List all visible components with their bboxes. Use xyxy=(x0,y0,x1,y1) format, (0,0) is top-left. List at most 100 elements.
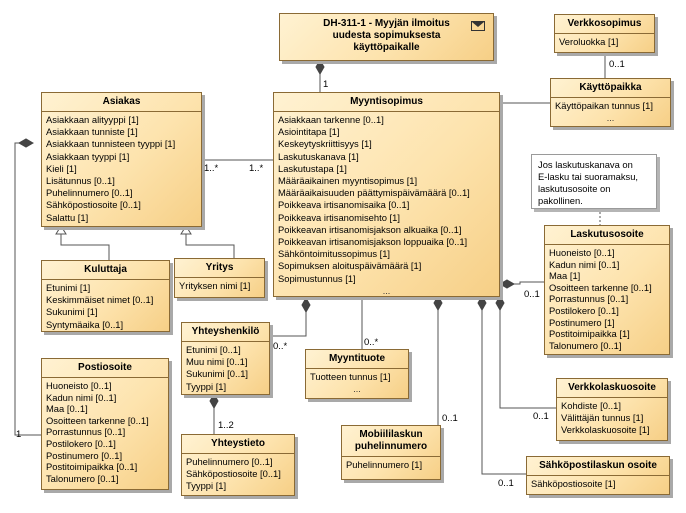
diamond-postiosoite xyxy=(17,138,35,148)
mobiililasku-title: Mobiililaskun puhelinnumero xyxy=(342,426,440,457)
attribute: Muu nimi [0..1] xyxy=(186,356,248,368)
attribute: Sähköpostiosoite [0..1] xyxy=(46,199,141,211)
assoc-postiosoite xyxy=(14,142,41,436)
attribute: Sukunimi [0..1] xyxy=(186,368,249,380)
diamond-sahkoposti xyxy=(477,294,487,312)
class-myyntisopimus[interactable]: Myyntisopimus Asiakkaan tarkenne [0..1] … xyxy=(273,92,500,297)
yhteyshenkilo-title: Yhteyshenkilö xyxy=(182,323,269,342)
asiakas-title: Asiakas xyxy=(42,93,201,112)
attribute: Kadun nimi [0..1] xyxy=(549,258,620,270)
class-laskutusosoite[interactable]: Laskutusosoite Huoneisto [0..1] Kadun ni… xyxy=(544,225,670,355)
multiplicity-label: 1..* xyxy=(249,163,264,174)
kuluttaja-attributes: Etunimi [1] Keskimmäiset nimet [0..1] Su… xyxy=(42,280,169,333)
multiplicity-label: 0..* xyxy=(364,337,379,348)
notification-title: DH-311-1 - Myyjän ilmoitus uudesta sopim… xyxy=(323,18,450,53)
attribute: Etunimi [1] xyxy=(46,282,91,293)
attribute: Postitoimipaikka [0..1] xyxy=(46,461,138,473)
attribute: Postinumero [0..1] xyxy=(46,449,123,461)
class-kayttopaikka[interactable]: Käyttöpaikka Käyttöpaikan tunnus [1] ... xyxy=(550,78,671,127)
yritys-title: Yritys xyxy=(175,259,264,278)
class-yritys[interactable]: Yritys Yrityksen nimi [1] xyxy=(174,258,265,298)
kayttopaikka-attributes: Käyttöpaikan tunnus [1] xyxy=(551,98,670,114)
multiplicity-label: 1 xyxy=(16,429,22,440)
attribute: Laskutuskanava [1] xyxy=(278,150,359,162)
attribute: Sopimustunnus [1] xyxy=(278,272,356,284)
laskutusosoite-attributes: Huoneisto [0..1] Kadun nimi [0..1] Maa [… xyxy=(545,245,669,353)
attribute: Maa [0..1] xyxy=(46,403,88,415)
multiplicity-label: 1 xyxy=(323,79,329,90)
attribute: Huoneisto [0..1] xyxy=(549,247,615,258)
yhteystieto-title: Yhteystieto xyxy=(182,435,294,454)
attribute: Talonumero [0..1] xyxy=(549,339,622,351)
class-verkkosopimus[interactable]: Verkkosopimus Veroluokka [1] xyxy=(554,14,655,53)
multiplicity-label: 0..1 xyxy=(498,478,514,489)
attribute: Kohdiste [0..1] xyxy=(561,400,621,411)
attribute: Asiakkaan tarkenne [0..1] xyxy=(278,114,384,125)
multiplicity-label: 0..1 xyxy=(609,59,625,70)
myyntisopimus-title: Myyntisopimus xyxy=(274,93,499,112)
myyntituote-title: Myyntituote xyxy=(306,350,408,369)
class-asiakas[interactable]: Asiakas Asiakkaan alityyppi [1] Asiakkaa… xyxy=(41,92,202,227)
attribute: Tyyppi [1] xyxy=(186,380,227,392)
postiosoite-title: Postiosoite xyxy=(42,359,168,378)
attribute: Poikkeavan irtisanomisjakson alkuaika [0… xyxy=(278,223,462,235)
verkkosopimus-title: Verkkosopimus xyxy=(555,15,654,34)
envelope-icon xyxy=(471,21,485,31)
diamond-verkkolasku xyxy=(495,294,505,312)
attribute: Asiakkaan alityyppi [1] xyxy=(46,114,139,125)
multiplicity-label: 1..2 xyxy=(218,420,234,431)
attribute: Porrastunnus [0..1] xyxy=(549,293,629,305)
generalization-kuluttaja xyxy=(60,234,110,260)
attribute: Talonumero [0..1] xyxy=(46,472,119,484)
attribute: Tuotteen tunnus [1] xyxy=(310,371,391,382)
attribute: Välittäjän tunnus [1] xyxy=(561,412,644,424)
yhteyshenkilo-attributes: Etunimi [0..1] Muu nimi [0..1] Sukunimi … xyxy=(182,342,269,395)
diamond-yhteystieto xyxy=(209,392,219,410)
multiplicity-label: 0..* xyxy=(273,341,288,352)
attribute: Asiointitapa [1] xyxy=(278,126,340,138)
myyntisopimus-attributes: Asiakkaan tarkenne [0..1] Asiointitapa [… xyxy=(274,112,499,287)
attribute: Keskeytyskriittisyys [1] xyxy=(278,138,372,150)
class-verkkolaskuosoite[interactable]: Verkkolaskuosoite Kohdiste [0..1] Välitt… xyxy=(556,378,668,441)
class-yhteyshenkilo[interactable]: Yhteyshenkilö Etunimi [0..1] Muu nimi [0… xyxy=(181,322,270,395)
attribute: Postilokero [0..1] xyxy=(549,304,619,316)
attribute: Keskimmäiset nimet [0..1] xyxy=(46,294,154,306)
attribute: Huoneisto [0..1] xyxy=(46,380,112,391)
diamond-laskutus xyxy=(498,279,516,289)
attribute: Puhelinnumero [1] xyxy=(346,459,423,470)
multiplicity-label: 0..1 xyxy=(533,411,549,422)
attribute: Syntymäaika [0..1] xyxy=(46,318,124,330)
generalization-arrow-yritys xyxy=(180,225,192,235)
attribute: Puhelinnumero [0..1] xyxy=(186,456,273,467)
myyntituote-attributes: Tuotteen tunnus [1] xyxy=(306,369,408,385)
class-myyntituote[interactable]: Myyntituote Tuotteen tunnus [1] ... xyxy=(305,349,409,399)
attribute: Kieli [1] xyxy=(46,162,77,174)
sahkopostilasku-attributes: Sähköpostiosoite [1] xyxy=(527,476,669,492)
attribute: Poikkeava irtisanomisehto [1] xyxy=(278,211,400,223)
yritys-attributes: Yrityksen nimi [1] xyxy=(175,278,264,294)
verkkolaskuosoite-title: Verkkolaskuosoite xyxy=(557,379,667,398)
generalization-arrow-kuluttaja xyxy=(55,225,67,235)
attribute: Määräaikaisuuden päättymispäivämäärä [0.… xyxy=(278,187,470,199)
attribute: Osoitteen tarkenne [0..1] xyxy=(46,414,149,426)
attribute: Lisätunnus [0..1] xyxy=(46,175,115,187)
diamond-notification xyxy=(315,58,325,76)
class-notification[interactable]: DH-311-1 - Myyjän ilmoitus uudesta sopim… xyxy=(279,13,494,61)
attribute: Osoitteen tarkenne [0..1] xyxy=(549,281,652,293)
attribute: Sähköntoimitussopimus [1] xyxy=(278,248,391,260)
class-sahkopostilasku[interactable]: Sähköpostilaskun osoite Sähköpostiosoite… xyxy=(526,456,670,495)
class-postiosoite[interactable]: Postiosoite Huoneisto [0..1] Kadun nimi … xyxy=(41,358,169,490)
attribute: Porrastunnus [0..1] xyxy=(46,426,126,438)
multiplicity-label: 0..1 xyxy=(524,289,540,300)
attribute: Puhelinnumero [0..1] xyxy=(46,187,133,199)
class-yhteystieto[interactable]: Yhteystieto Puhelinnumero [0..1] Sähköpo… xyxy=(181,434,295,496)
assoc-sahkopostilasku xyxy=(481,302,526,475)
assoc-yhteyshenkilo xyxy=(270,306,307,337)
multiplicity-label: 1..* xyxy=(204,163,219,174)
attribute: Etunimi [0..1] xyxy=(186,344,241,355)
class-mobiililasku[interactable]: Mobiililaskun puhelinnumero Puhelinnumer… xyxy=(341,425,441,480)
attribute: Asiakkaan tunniste [1] xyxy=(46,126,138,138)
more-attributes: ... xyxy=(382,285,391,296)
class-kuluttaja[interactable]: Kuluttaja Etunimi [1] Keskimmäiset nimet… xyxy=(41,260,170,332)
